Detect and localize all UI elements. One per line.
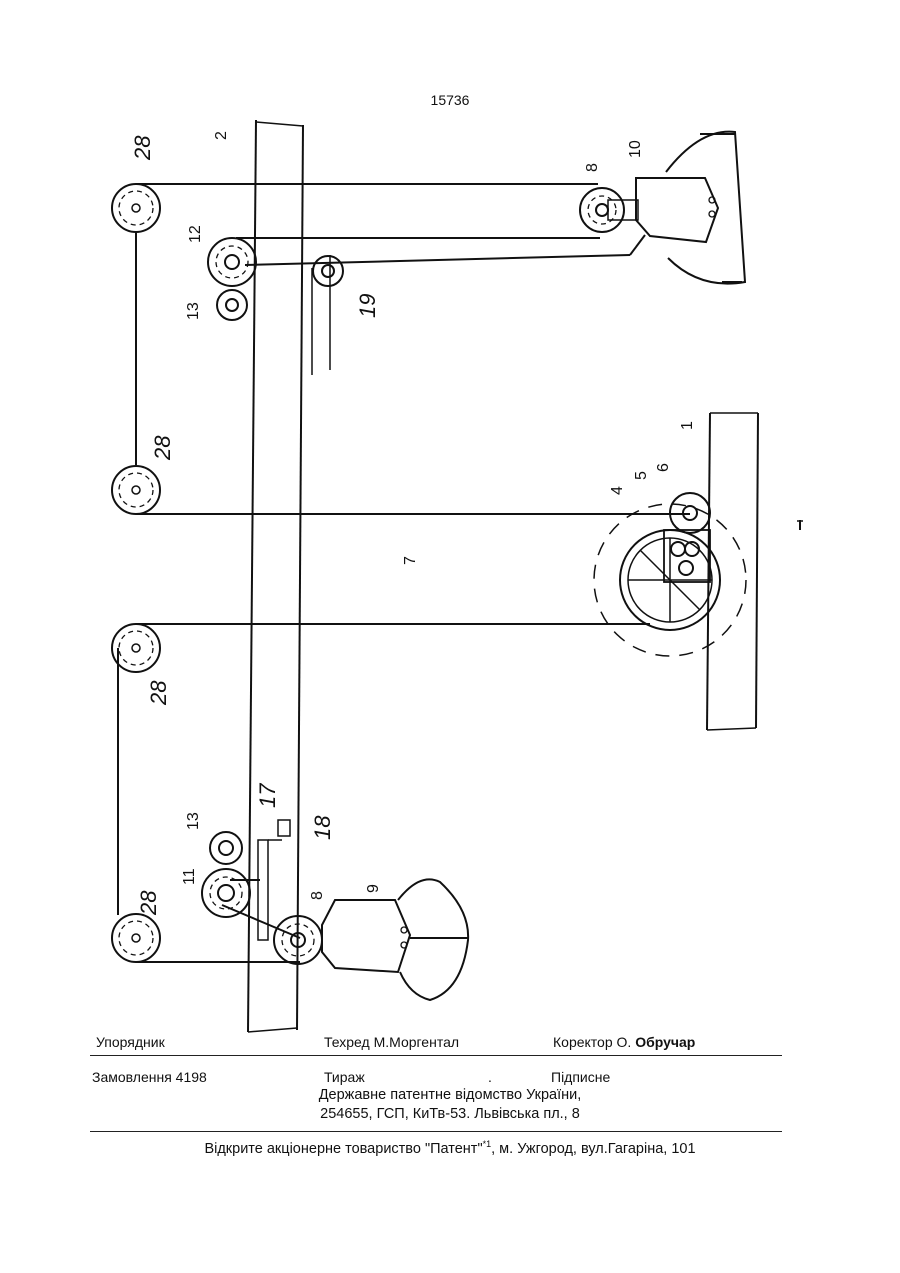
corrector-name: Обручар xyxy=(635,1034,695,1050)
pulley-28-top xyxy=(112,184,160,232)
label-11: 11 xyxy=(181,868,198,885)
base-edge-right xyxy=(756,413,758,728)
subscription-label: Підписне xyxy=(551,1069,610,1085)
label-10: 10 xyxy=(627,140,644,158)
circulation-dot: . xyxy=(488,1069,492,1085)
footer-main: Відкрите акціонерне товариство "Патент" xyxy=(204,1141,482,1157)
rail-17 xyxy=(258,840,268,940)
footer-sup: *1 xyxy=(483,1139,492,1149)
box-18 xyxy=(278,820,290,836)
label-8-top: 8 xyxy=(584,163,601,172)
label-19: 19 xyxy=(355,294,380,318)
footer-tail: , м. Ужгород, вул.Гагаріна, 101 xyxy=(491,1141,695,1157)
techred-label: Техред М.Моргентал xyxy=(324,1034,459,1050)
label-9: 9 xyxy=(365,884,382,893)
drum-4 xyxy=(594,504,746,656)
pulley-28-bottom xyxy=(112,914,160,962)
roller-13-top xyxy=(217,290,247,320)
label-5: 5 xyxy=(633,471,650,480)
pulley-28-lower xyxy=(112,624,160,672)
divider-bottom xyxy=(90,1131,782,1132)
label-28-top: 28 xyxy=(130,135,155,161)
carriage-10 xyxy=(636,178,718,242)
corrector-prefix: Коректор О. xyxy=(553,1034,631,1050)
grip-10 xyxy=(666,132,745,284)
label-2: 2 xyxy=(213,131,230,140)
label-28-mid: 28 xyxy=(150,435,175,461)
label-17: 17 xyxy=(255,783,280,808)
label-13-bottom: 13 xyxy=(185,812,202,830)
roller-19 xyxy=(313,256,343,286)
label-28-lower: 28 xyxy=(146,680,171,706)
compiler-label: Упорядник xyxy=(96,1034,165,1050)
divider-top xyxy=(90,1055,782,1056)
label-28-bottom: 28 xyxy=(136,890,161,916)
order-label: Замовлення 4198 xyxy=(92,1069,207,1085)
pulley-28-mid xyxy=(112,466,160,514)
pulley-11 xyxy=(202,869,250,917)
corrector-label: Коректор О. Обручар xyxy=(553,1034,695,1050)
label-12: 12 xyxy=(187,225,204,243)
beam-edge-right xyxy=(297,125,303,1030)
office-block: Державне патентне відомство України, 254… xyxy=(0,1086,900,1124)
circulation-label: Тираж xyxy=(324,1069,365,1085)
label-6: 6 xyxy=(655,463,672,472)
publisher-footer: Відкрите акціонерне товариство "Патент"*… xyxy=(0,1139,900,1157)
office-line-1: Державне патентне відомство України, xyxy=(0,1086,900,1105)
roller-13-bottom xyxy=(210,832,242,864)
office-line-2: 254655, ГСП, КиТв-53. Львівська пл., 8 xyxy=(0,1105,900,1124)
label-4: 4 xyxy=(609,486,626,495)
carriage-9 xyxy=(322,900,410,972)
label-1: 1 xyxy=(679,421,696,430)
pulley-12 xyxy=(208,238,256,286)
label-8-bottom: 8 xyxy=(309,891,326,900)
pulley-8-top xyxy=(580,188,624,232)
label-7: 7 xyxy=(402,556,419,565)
label-18: 18 xyxy=(310,815,335,840)
label-13-top: 13 xyxy=(185,302,202,320)
